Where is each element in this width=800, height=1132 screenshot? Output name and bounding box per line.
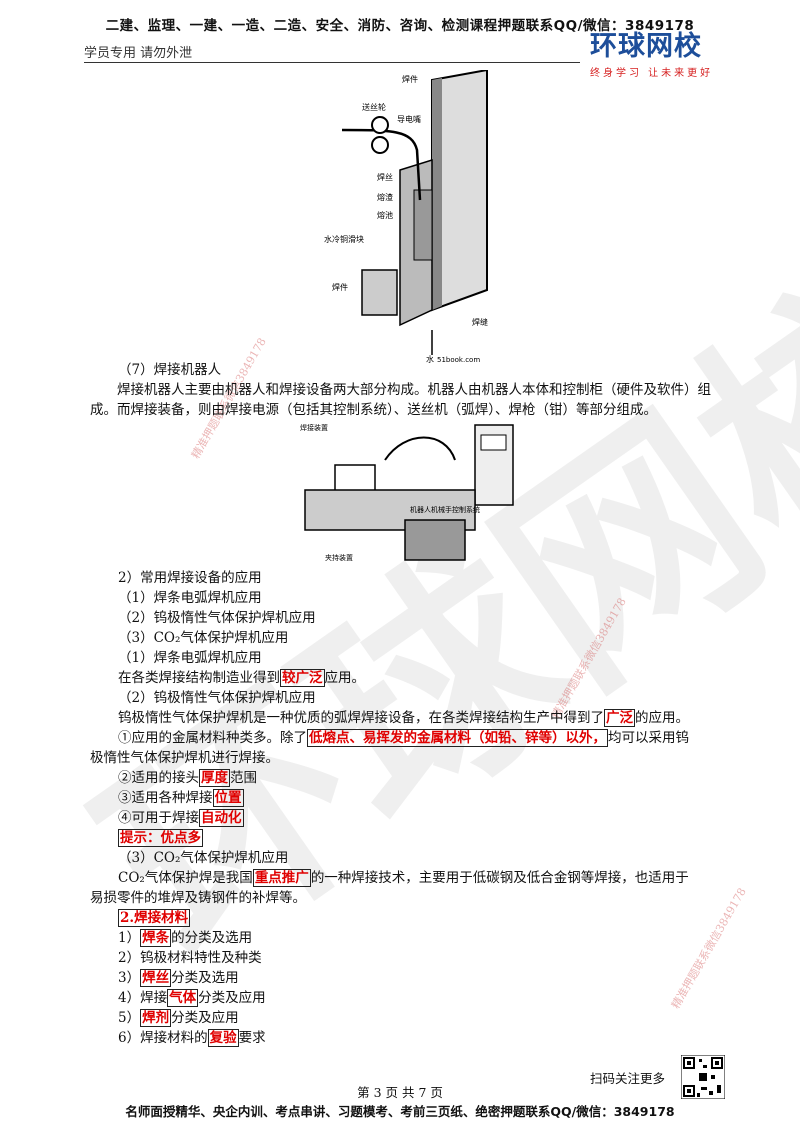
label-weld-seam: 焊缝 [472,317,488,327]
text-segment: 分类及应用 [171,1010,239,1026]
tip-label: 提示：优点多 [118,829,203,847]
watermark-text: 精准押题联系微信3849178 [669,885,749,1011]
section-heading: 2.焊接材料 [118,909,191,927]
text-segment: 应用。 [324,670,366,686]
text-segment: 1） [118,930,141,946]
scan-prompt: 扫码关注更多 [590,1071,666,1086]
text-line: ③适用各种焊接位置 [118,788,244,808]
label-contact-tip: 导电嘴 [397,114,421,124]
watermark-text: 精准押题联系微信3849178 [549,595,629,721]
highlight-keyword: 自动化 [199,809,244,827]
label-slag: 熔渣 [377,192,393,202]
highlight-keyword: 低熔点、易挥发的金属材料（如铅、锌等）以外， [307,729,608,747]
text-line: ①应用的金属材料种类多。除了低熔点、易挥发的金属材料（如铅、锌等）以外，均可以采… [118,728,689,748]
list-item: 2）钨极材料特性及种类 [118,950,262,966]
text-line: 在各类焊接结构制造业得到较广泛应用。 [118,668,365,688]
label-weldpiece: 焊件 [402,74,418,84]
electroslag-welding-diagram: 焊件 送丝轮 导电嘴 焊丝 熔渣 熔池 水冷铜滑块 焊件 焊缝 水 51book… [324,70,488,364]
page-number: 第 3 页 共 7 页 [357,1085,443,1100]
list-item: 4）焊接气体分类及应用 [118,988,266,1008]
text-line: ②适用的接头厚度范围 [118,768,257,788]
highlight-keyword: 焊丝 [140,969,172,987]
text-line: 提示：优点多 [118,828,203,848]
label-weldpiece-2: 焊件 [332,282,348,292]
label-copper-slider: 水冷铜滑块 [324,234,364,244]
section-equipment-app: 2）常用焊接设备的应用 [118,570,262,586]
list-item: （3）CO₂气体保护焊机应用 [118,630,289,646]
text-segment: ①应用的金属材料种类多。除了 [118,730,307,746]
text-line: 2.焊接材料 [118,908,191,928]
brand-logo: 环球网校 终身学习 让未来更好 [590,31,740,80]
text-segment: 的分类及选用 [171,930,253,946]
text-segment: 范围 [230,770,257,786]
highlight-keyword: 气体 [167,989,199,1007]
footer-banner: 名师面授精华、央企内训、考点串讲、习题模考、考前三页纸、绝密押题联系QQ/微信：… [125,1104,675,1119]
text-segment: ②适用的接头 [118,770,199,786]
highlight-keyword: 广泛 [604,709,635,727]
text-segment: 均可以采用钨 [608,730,689,746]
list-item: （1）焊条电弧焊机应用 [118,590,262,606]
list-item: （2）钨极惰性气体保护焊机应用 [118,690,316,706]
text-segment: 要求 [238,1030,266,1046]
qr-code-icon[interactable] [681,1055,725,1099]
highlight-keyword: 焊条 [140,929,172,947]
text-segment: 4）焊接 [118,990,168,1006]
label-robot-control: 机器人机械手控制系统 [410,505,480,514]
list-item: 5）焊剂分类及应用 [118,1008,239,1028]
list-item: （2）钨极惰性气体保护焊机应用 [118,610,316,626]
text-line: 钨极惰性气体保护焊机是一种优质的弧焊焊接设备，在各类焊接结构生产中得到了广泛的应… [118,708,689,728]
highlight-keyword: 较广泛 [280,669,325,687]
label-welding-device: 焊接装置 [300,423,328,432]
highlight-keyword: 焊剂 [140,1009,172,1027]
text-line: ④可用于焊接自动化 [118,808,244,828]
text-segment: 分类及应用 [198,990,266,1006]
label-wire-feed-roller: 送丝轮 [362,102,386,112]
label-wire: 焊丝 [377,172,393,182]
highlight-keyword: 重点推广 [252,869,311,887]
logo-slogan: 终身学习 让未来更好 [590,68,714,79]
text-segment: 的一种焊接技术，主要用于低碳钢及低合金钢等焊接，也适用于 [310,870,689,886]
text-segment: 6）焊接材料的 [118,1030,208,1046]
text-segment: CO₂气体保护焊是我国 [118,870,253,886]
highlight-keyword: 厚度 [199,769,230,787]
label-clamping-device: 夹持装置 [325,553,353,562]
text-segment: 3） [118,970,141,986]
text-line: 易损零件的堆焊及铸钢件的补焊等。 [90,890,306,906]
list-item: 6）焊接材料的复验要求 [118,1028,266,1048]
header-divider [84,62,580,63]
welding-robot-figure: 焊接装置 机器人机械手控制系统 夹持装置 [300,423,514,562]
highlight-keyword: 复验 [207,1029,239,1047]
list-item: （3）CO₂气体保护焊机应用 [118,850,289,866]
label-water: 水 [426,354,434,364]
text-segment: 的应用。 [635,710,689,726]
text-segment: 钨极惰性气体保护焊机是一种优质的弧焊焊接设备，在各类焊接结构生产中得到了 [118,710,604,726]
text-segment: ④可用于焊接 [118,810,199,826]
header-note: 学员专用 请勿外泄 [84,46,193,61]
logo-text: 环球网校 [590,31,702,62]
label-source: 51book.com [437,356,480,364]
text-line: 极惰性气体保护焊机进行焊接。 [90,750,279,766]
list-item: 3）焊丝分类及选用 [118,968,239,988]
header-banner: 二建、监理、一建、一造、二造、安全、消防、咨询、检测课程押题联系QQ/微信：38… [105,18,695,34]
text-segment: 分类及选用 [171,970,239,986]
text-segment: 在各类焊接结构制造业得到 [118,670,280,686]
text-segment: ③适用各种焊接 [118,790,213,806]
paragraph-robot: 焊接机器人主要由机器人和焊接设备两大部分构成。机器人由机器人本体和控制柜（硬件及… [90,382,711,418]
list-item: （1）焊条电弧焊机应用 [118,650,262,666]
highlight-keyword: 位置 [212,789,244,807]
label-weld-pool: 熔池 [377,210,393,220]
heading-welding-robot: （7）焊接机器人 [118,362,222,378]
list-item: 1）焊条的分类及选用 [118,928,252,948]
text-line: CO₂气体保护焊是我国重点推广的一种焊接技术，主要用于低碳钢及低合金钢等焊接，也… [118,868,689,888]
text-segment: 5） [118,1010,141,1026]
